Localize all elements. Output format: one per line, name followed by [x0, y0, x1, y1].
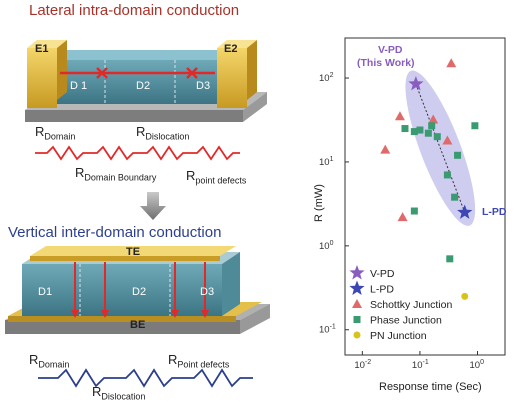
schottky-junction-point: [446, 58, 457, 68]
y-tick-label: 101: [319, 156, 334, 168]
phase-junction-point: [416, 126, 424, 134]
lateral-device-illustration: [25, 40, 267, 122]
phase-junction-point: [410, 207, 418, 215]
phase-junction-point: [471, 122, 479, 130]
vertical-title: Vertical inter-domain conduction: [8, 224, 222, 241]
vertical-device-illustration: [5, 246, 270, 334]
y-tick-label: 10-1: [319, 324, 336, 336]
vertical-domain-d2-label: D2: [132, 286, 147, 298]
pn-junction-point: [461, 292, 469, 300]
x-tick-label: 10-2: [354, 359, 371, 371]
electrode-e2-label: E2: [224, 43, 238, 55]
phase-junction-point: [410, 128, 418, 136]
trend-dotted-line: [415, 83, 466, 213]
phase-junction-point: [401, 125, 409, 133]
schottky-junction-point: [394, 111, 405, 121]
schottky-junction-point: [428, 114, 439, 124]
phase-junction-point: [428, 122, 436, 130]
plot-frame: [344, 37, 506, 356]
l-pd-point: [457, 204, 473, 219]
phase-junction-point: [454, 151, 462, 159]
phase-junction-point: [443, 171, 451, 179]
lateral-r-point-label: Rpoint defects: [186, 168, 247, 186]
x-axis-title: Response time (Sec): [379, 381, 482, 393]
lateral-title: Lateral intra-domain conduction: [29, 2, 240, 19]
this-work-annotation: (This Work): [357, 57, 415, 69]
legend-schottky-junction-label: Schottky Junction: [370, 299, 452, 311]
lateral-r-dislocation-label: RDislocation: [136, 124, 190, 142]
lateral-domain-d1-label: D 1: [70, 80, 88, 92]
y-axis-title: R (mW): [313, 184, 325, 222]
vertical-resistor-chain: [38, 368, 253, 388]
y-tick-label: 100: [319, 240, 334, 252]
x-tick-label: 100: [470, 359, 485, 371]
lateral-resistor-chain: [35, 145, 240, 161]
schottky-junction-point: [397, 212, 408, 222]
vertical-r-dislocation-label: RDislocation: [92, 384, 146, 402]
y-tick-label: 102: [319, 72, 334, 84]
legend-pn-junction-label: PN Junction: [370, 330, 427, 342]
legend-l-pd-marker: [349, 280, 365, 295]
phase-junction-point: [451, 193, 459, 201]
schottky-junction-point: [442, 135, 453, 145]
electrode-te-label: TE: [126, 246, 141, 258]
x-tick-label: 10-1: [412, 359, 429, 371]
legend-l-pd-label: L-PD: [370, 284, 394, 296]
electrode-e1-label: E1: [35, 43, 49, 55]
phase-junction-point: [433, 133, 441, 141]
vertical-r-domain-label: RDomain: [29, 352, 70, 370]
lateral-domain-d3-label: D3: [196, 80, 211, 92]
lateral-r-domain-label: RDomain: [35, 124, 76, 142]
legend-schottky-junction-marker: [352, 299, 362, 308]
legend-v-pd-marker: [349, 265, 365, 280]
down-arrow-icon: [140, 192, 166, 220]
vertical-domain-d1-label: D1: [38, 286, 53, 298]
legend-phase-junction-label: Phase Junction: [370, 315, 442, 327]
phase-junction-point: [446, 255, 454, 263]
lateral-r-boundary-label: RDomain Boundary: [75, 165, 157, 183]
electrode-be-label: BE: [130, 319, 146, 331]
phase-junction-point: [424, 129, 432, 137]
v-pd-annotation: V-PD: [378, 44, 403, 56]
legend-pn-junction-marker: [353, 331, 361, 339]
l-pd-annotation: L-PD: [482, 206, 507, 218]
v-pd-point: [408, 76, 424, 91]
vertical-r-point-label: RPoint defects: [168, 352, 230, 370]
lateral-domain-d2-label: D2: [136, 80, 151, 92]
legend-v-pd-label: V-PD: [370, 268, 395, 280]
schottky-junction-point: [380, 144, 391, 154]
legend-phase-junction-marker: [353, 316, 361, 323]
vertical-domain-d3-label: D3: [200, 286, 215, 298]
